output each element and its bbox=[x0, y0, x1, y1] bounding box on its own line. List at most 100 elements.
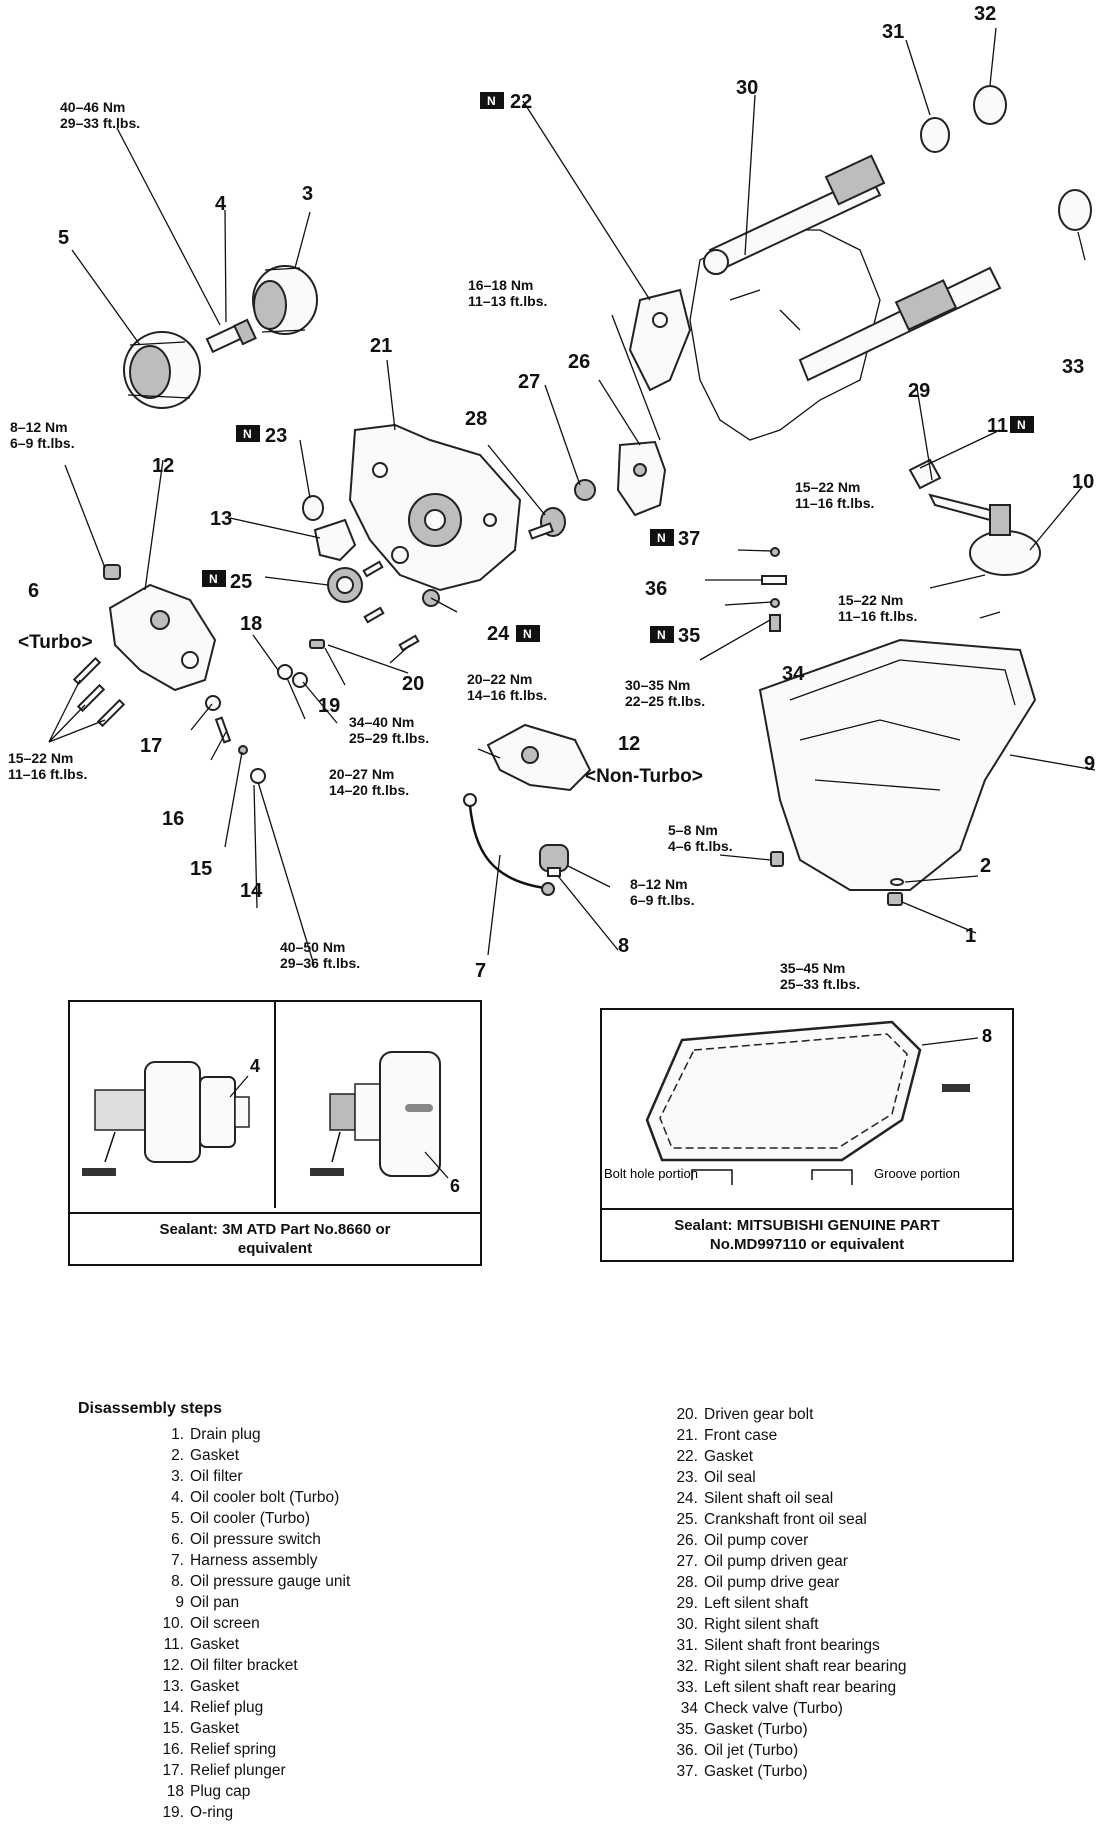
list-item: 33.Left silent shaft rear bearing bbox=[664, 1677, 906, 1698]
step-text: Check valve (Turbo) bbox=[704, 1700, 843, 1717]
step-number: 22. bbox=[676, 1448, 698, 1465]
list-item: 32.Right silent shaft rear bearing bbox=[664, 1656, 906, 1677]
driven-gear-drawing bbox=[574, 479, 596, 501]
list-item: 13.Gasket bbox=[150, 1676, 350, 1697]
list-item: 26. Oil pump cover bbox=[664, 1530, 906, 1551]
step-number: 14. bbox=[162, 1699, 184, 1716]
callout-5: 5 bbox=[58, 227, 69, 249]
oil-filter-drawing bbox=[252, 265, 318, 335]
step-number: 20. bbox=[676, 1406, 698, 1423]
list-item: 36. Oil jet (Turbo) bbox=[664, 1740, 906, 1761]
step-text: Right silent shaft bbox=[704, 1616, 819, 1633]
list-item: 35.Gasket (Turbo) bbox=[664, 1719, 906, 1740]
step-number: 37. bbox=[676, 1763, 698, 1780]
list-item: 4.Oil cooler bolt (Turbo) bbox=[150, 1487, 350, 1508]
exploded-view-diagram: 1 2 3 4 5 6 7 8 9 10 11 12 12 13 14 15 1… bbox=[8, 3, 1096, 992]
step-number: 23. bbox=[676, 1469, 698, 1486]
step-number: 2. bbox=[171, 1447, 184, 1464]
step-text: Oil screen bbox=[190, 1615, 260, 1632]
step-number: 18 bbox=[166, 1783, 184, 1800]
oil-cooler-bolt-drawing bbox=[205, 318, 257, 354]
step-number: 36. bbox=[676, 1742, 698, 1759]
oil-filter-bracket-nonturbo-drawing bbox=[486, 723, 592, 792]
case-bolts-drawing bbox=[362, 560, 440, 652]
step-text: Oil pressure switch bbox=[190, 1531, 321, 1548]
svg-text:N: N bbox=[523, 627, 532, 641]
step-number: 3. bbox=[171, 1468, 184, 1485]
callout-16: 16 bbox=[162, 808, 184, 830]
step-number: 24. bbox=[676, 1490, 698, 1507]
left-silent-shaft-drawing bbox=[798, 266, 1002, 382]
bracket-bolts-drawing bbox=[72, 656, 126, 728]
list-item: 21. Front case bbox=[664, 1425, 906, 1446]
step-number: 21. bbox=[676, 1427, 698, 1444]
callout-27: 27 bbox=[518, 371, 540, 393]
callout-26: 26 bbox=[568, 351, 590, 373]
step-text: Front case bbox=[704, 1427, 778, 1444]
list-item: 27.Oil pump driven gear bbox=[664, 1551, 906, 1572]
list-item: 29.Left silent shaft bbox=[664, 1593, 906, 1614]
step-text: Gasket (Turbo) bbox=[704, 1763, 808, 1780]
step-number: 26. bbox=[676, 1532, 698, 1549]
callout-11: 11 bbox=[987, 415, 1008, 437]
gasket-22-drawing bbox=[628, 288, 692, 392]
svg-text:N: N bbox=[243, 427, 252, 441]
oil-filter-bracket-turbo-drawing bbox=[108, 583, 217, 692]
step-text: Left silent shaft rear bearing bbox=[704, 1679, 897, 1696]
step-text: Oil filter bracket bbox=[190, 1657, 298, 1674]
list-item: 19.O-ring bbox=[150, 1802, 350, 1823]
step-number: 8. bbox=[171, 1573, 184, 1590]
list-item: 9 Oil pan bbox=[150, 1592, 350, 1613]
callout-14: 14 bbox=[240, 880, 263, 902]
sealant-right-line1: Sealant: MITSUBISHI GENUINE PART bbox=[674, 1217, 940, 1234]
step-text: Oil pump cover bbox=[704, 1532, 809, 1549]
list-item: 17.Relief plunger bbox=[150, 1760, 350, 1781]
sealant-left-line1: Sealant: 3M ATD Part No.8660 or bbox=[159, 1221, 391, 1238]
callout-21: 21 bbox=[370, 335, 392, 357]
right-silent-shaft-drawing bbox=[703, 154, 886, 275]
svg-text:N: N bbox=[1017, 418, 1026, 432]
step-number: 9 bbox=[175, 1594, 184, 1611]
step-number: 27. bbox=[676, 1553, 698, 1570]
non-turbo-label: <Non-Turbo> bbox=[585, 766, 703, 787]
list-item: 31.Silent shaft front bearings bbox=[664, 1635, 906, 1656]
callout-17: 17 bbox=[140, 735, 162, 757]
callout-36: 36 bbox=[645, 578, 667, 600]
step-number: 6. bbox=[171, 1531, 184, 1548]
oil-jet-parts-drawing bbox=[761, 547, 787, 632]
list-item: 5.Oil cooler (Turbo) bbox=[150, 1508, 350, 1529]
callout-13: 13 bbox=[210, 508, 232, 530]
step-text: Gasket bbox=[190, 1447, 240, 1464]
harness-drawing bbox=[463, 793, 555, 896]
step-text: Oil filter bbox=[190, 1468, 243, 1485]
callout-4: 4 bbox=[215, 193, 227, 215]
step-text: Crankshaft front oil seal bbox=[704, 1511, 867, 1528]
step-number: 32. bbox=[676, 1658, 698, 1675]
drive-gear-drawing bbox=[528, 507, 566, 540]
oil-pan-drawing bbox=[758, 638, 1037, 891]
pump-cover-drawing bbox=[616, 440, 667, 517]
callout-32: 32 bbox=[974, 3, 996, 25]
sealant-left-line2: equivalent bbox=[237, 1240, 313, 1257]
step-text: Oil jet (Turbo) bbox=[704, 1742, 799, 1759]
step-text: Oil pan bbox=[190, 1594, 240, 1611]
step-number: 17. bbox=[162, 1762, 184, 1779]
callout-30: 30 bbox=[736, 77, 758, 99]
list-item: 16.Relief spring bbox=[150, 1739, 350, 1760]
sealant-right-callout-8: 8 bbox=[982, 1026, 992, 1046]
callout-6: 6 bbox=[28, 580, 39, 602]
svg-text:N: N bbox=[657, 628, 666, 642]
leader-lines bbox=[48, 27, 1096, 966]
step-text: Driven gear bolt bbox=[704, 1406, 814, 1423]
step-number: 31. bbox=[676, 1637, 698, 1654]
step-text: Drain plug bbox=[190, 1426, 261, 1443]
callout-22: 22 bbox=[510, 91, 532, 113]
part-number-labels: 1 2 3 4 5 6 7 8 9 10 11 12 12 13 14 15 1… bbox=[28, 3, 1095, 982]
svg-text:N: N bbox=[487, 94, 496, 108]
turbo-label: <Turbo> bbox=[18, 632, 93, 653]
